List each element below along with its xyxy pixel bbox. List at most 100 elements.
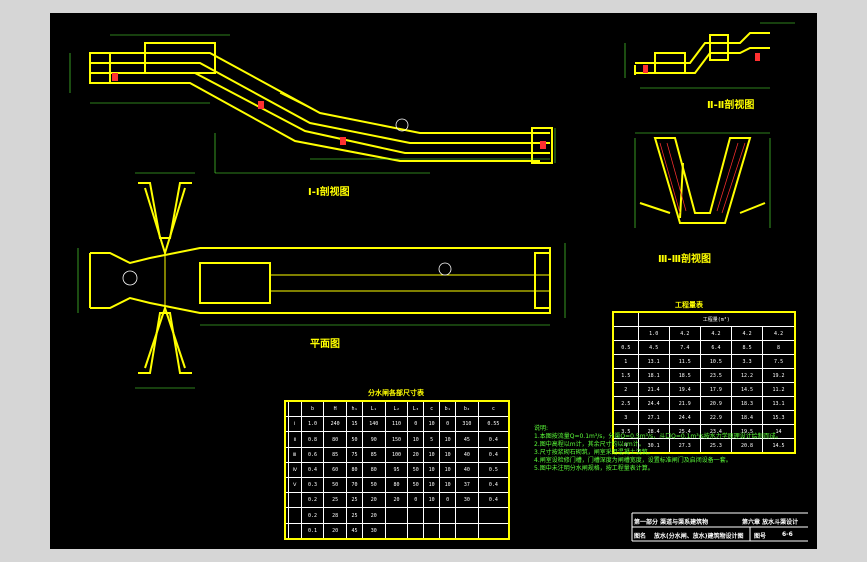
gate-table-cell: 10 (423, 446, 441, 463)
gate-table-cell: 20 (361, 492, 386, 509)
gate-table-cell: 0.4 (300, 461, 325, 479)
gate-table-cell: 30 (361, 522, 386, 540)
gate-table-cell: 0 (407, 492, 425, 509)
gate-table-header-cell: H (323, 400, 348, 418)
engineering-table-header-cell: 工程量(m³) (637, 311, 796, 327)
gate-table-cell: 0.6 (300, 446, 325, 463)
gate-table-cell: 60 (323, 461, 348, 479)
gate-table-cell: 140 (361, 416, 386, 433)
gate-table-cell (384, 522, 409, 540)
gate-table-cell: 10 (423, 416, 441, 433)
gate-table-cell: 37 (455, 477, 479, 494)
gate-table-cell: 20 (407, 446, 425, 463)
engineering-table-cell: 4 (612, 438, 639, 454)
gate-table-cell: 50 (407, 477, 425, 494)
engineering-table-cell: 27.1 (637, 410, 670, 425)
gate-table-cell: 85 (361, 446, 386, 463)
engineering-table-cell (612, 326, 639, 341)
section-3-hatch (659, 142, 746, 214)
engineering-table-cell: 3 (612, 410, 639, 425)
note-line: 3.尺寸按浆砌石砌筑，闸室采用混凝土浇筑。 (534, 449, 654, 456)
gate-table-cell: 30 (455, 492, 479, 509)
gate-table-cell: 40 (455, 461, 479, 479)
gate-table-cell: 20 (361, 507, 386, 524)
notes-heading: 说明: (534, 425, 549, 432)
gate-table-cell: 10 (439, 477, 457, 494)
gate-table-cell (384, 507, 409, 524)
note-line: 2.图中高程以m计，其余尺寸均以cm计。 (534, 441, 645, 448)
cad-drawing (69, 22, 808, 542)
gate-table-cell: 80 (361, 461, 386, 479)
gate-table-title: 分水闸各部尺寸表 (368, 389, 424, 397)
note-line: 5.图中未注明分水闸规格，按工程量表计算。 (534, 465, 654, 472)
engineering-table-cell: 0.5 (612, 340, 639, 355)
engineering-table-cell: 20.9 (699, 396, 733, 411)
plan-dimensions (77, 172, 566, 389)
gate-table-header-cell: b (300, 400, 325, 418)
gate-table-cell: Ⅳ (287, 461, 302, 479)
gate-table-cell: 28 (323, 507, 348, 524)
title-block-row1-left: 第一部分 渠道与渠系建筑物 (634, 519, 709, 526)
gate-table-cell (439, 507, 457, 524)
engineering-table-cell: 14.5 (762, 438, 796, 454)
gate-table-cell: Ⅲ (287, 446, 302, 463)
engineering-table-cell: 23.5 (699, 368, 733, 383)
gate-table-cell: 45 (346, 522, 363, 540)
engineering-table-cell: 24.4 (668, 410, 701, 425)
engineering-table-cell: 4.2 (699, 326, 733, 341)
gate-table-cell: 25 (323, 492, 348, 509)
gate-table-cell: 110 (384, 416, 409, 433)
engineering-table-cell: 2 (612, 382, 639, 397)
section-1-dimensions (69, 34, 556, 174)
engineering-table-cell: 13.1 (637, 354, 670, 369)
title-block-name-label: 图名 (634, 533, 647, 540)
gate-table-cell: 0 (439, 416, 457, 433)
gate-table-cell: 75 (346, 446, 363, 463)
gate-table-cell: 20 (323, 522, 348, 540)
gate-table-cell: 0.2 (300, 492, 325, 509)
gate-table-cell: 15 (346, 416, 363, 433)
gate-table-cell (407, 522, 425, 540)
gate-table-cell: Ⅴ (287, 477, 302, 494)
gate-table-cell: 0.2 (300, 507, 325, 524)
flow-symbols (122, 118, 452, 286)
gate-table-cell: 50 (323, 477, 348, 494)
engineering-table-cell: 6.4 (699, 340, 733, 355)
engineering-table-cell: 17.9 (699, 382, 733, 397)
section-3-view (639, 137, 766, 224)
engineering-table-cell: 1.0 (637, 326, 670, 341)
section-2-dimensions (624, 22, 795, 89)
gate-table-cell: 10 (439, 431, 457, 448)
section-2-view (634, 32, 770, 75)
gate-table-cell: 0.5 (477, 461, 510, 479)
engineering-table-cell: 2.5 (612, 396, 639, 411)
engineering-table-cell: 25.3 (699, 438, 733, 454)
gate-table-cell: 0.8 (300, 431, 325, 448)
section-1-label: Ⅰ-Ⅰ剖视图 (308, 187, 350, 198)
gate-table-cell: 0.4 (477, 431, 510, 448)
gate-table-cell: 70 (346, 477, 363, 494)
gate-table-cell (407, 507, 425, 524)
gate-table-cell: 25 (346, 492, 363, 509)
gate-table-cell: 80 (323, 431, 348, 448)
section-1-view (89, 42, 553, 164)
gate-table-cell (439, 522, 457, 540)
title-block-code: 6-6 (782, 531, 793, 538)
title-block-row1-right: 第六章 放水斗渠设计 (742, 519, 799, 526)
notes-lines: 1.本图按流量Q=0.1m³/s，分渠Q=0.5m³/s，斗口Q=0.1m³/s… (534, 433, 782, 473)
gate-table-cell (477, 522, 510, 540)
engineering-table-cell: 1 (612, 354, 639, 369)
title-block-drawing-name: 放水(分水闸、放水)建筑物设计图 (654, 533, 744, 540)
engineering-table-cell: 21.9 (668, 396, 701, 411)
gate-table-cell: 0.55 (477, 416, 510, 433)
gate-table-cell: 0.4 (477, 477, 510, 494)
gate-table-cell (287, 522, 302, 540)
gate-table-cell: 50 (346, 431, 363, 448)
